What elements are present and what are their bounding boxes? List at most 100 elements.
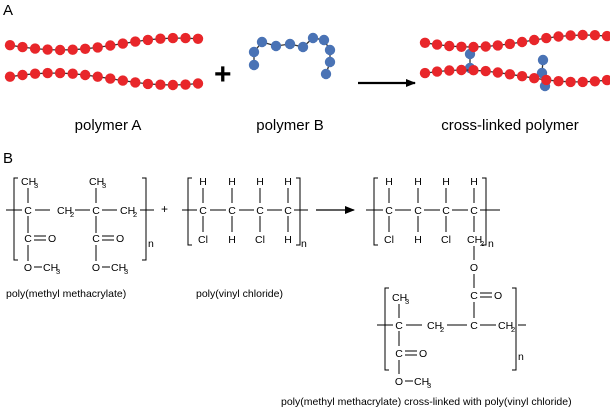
cross-link-right — [536, 54, 551, 92]
pmma-bracket-left — [13, 177, 18, 261]
monomer-bead — [492, 67, 503, 78]
monomer-bead — [553, 31, 564, 42]
monomer-bead — [167, 79, 179, 91]
monomer-bead — [529, 73, 540, 84]
subscript-2: 2 — [480, 239, 484, 248]
product-pvc-bracket-left — [373, 177, 378, 246]
polymer-b-coil — [248, 32, 336, 80]
monomer-bead — [516, 36, 528, 48]
cross-linked-chain-bottom — [419, 64, 610, 88]
monomer-bead — [419, 67, 431, 79]
subscript-3: 3 — [34, 181, 38, 190]
monomer-bead — [456, 64, 467, 76]
monomer-bead — [17, 41, 28, 53]
monomer-bead — [80, 43, 91, 54]
pvc-bracket-right — [296, 177, 301, 246]
atom-methylene: CH — [57, 205, 72, 217]
monomer-bead — [537, 54, 549, 66]
monomer-bead — [54, 67, 66, 79]
monomer-bead — [155, 79, 166, 90]
atom-oxygen: O — [116, 233, 124, 245]
atom-carbon: C — [470, 205, 478, 217]
monomer-bead — [577, 76, 588, 88]
atom-hydrogen: H — [256, 176, 264, 188]
monomer-bead — [504, 69, 516, 80]
monomer-bead — [142, 78, 154, 90]
monomer-bead — [155, 33, 166, 44]
monomer-bead — [307, 32, 319, 44]
polymer-b-chain — [248, 32, 336, 80]
monomer-bead — [192, 33, 204, 44]
monomer-bead — [324, 44, 336, 56]
monomer-bead — [504, 38, 516, 50]
monomer-bead — [431, 66, 443, 77]
atom-carbon: C — [470, 290, 478, 302]
monomer-bead — [29, 68, 41, 79]
monomer-bead — [480, 41, 491, 52]
panel-label-a: A — [3, 2, 13, 19]
polymer-a-chains — [4, 32, 204, 91]
atom-methyl: CH — [111, 262, 126, 274]
subscript-2: 2 — [133, 210, 137, 219]
atom-methyl: CH — [89, 176, 104, 188]
subscript-2: 2 — [440, 325, 444, 334]
polymer-a-chain-bottom — [4, 67, 204, 91]
cross-linked-polymer-chains — [419, 29, 610, 92]
monomer-bead — [456, 41, 467, 52]
monomer-bead — [117, 38, 128, 49]
atom-carbon: C — [228, 205, 236, 217]
monomer-bead — [117, 75, 128, 86]
repeat-subscript-n: n — [518, 351, 524, 363]
atom-carbon: C — [24, 205, 32, 217]
atom-carbon: C — [92, 205, 100, 217]
monomer-bead — [419, 37, 431, 48]
atom-oxygen: O — [419, 348, 427, 360]
monomer-bead — [67, 44, 78, 55]
subscript-3: 3 — [405, 297, 409, 306]
chain-backbone — [424, 34, 608, 48]
subscript-2: 2 — [70, 210, 74, 219]
monomer-bead — [601, 74, 610, 86]
monomer-bead — [492, 40, 503, 51]
atom-carbon: C — [385, 205, 393, 217]
atom-methyl: CH — [414, 376, 429, 388]
atom-methylene: CH — [498, 320, 513, 332]
caption-cross-linked-polymer: cross-linked polymer — [441, 117, 579, 134]
atom-oxygen: O — [494, 290, 502, 302]
atom-carbon: C — [442, 205, 450, 217]
monomer-bead — [553, 76, 564, 87]
atom-methylene: CH — [427, 320, 442, 332]
atom-hydrogen: H — [228, 176, 236, 188]
monomer-bead — [320, 68, 332, 80]
monomer-bead — [589, 76, 601, 87]
monomer-bead — [192, 78, 204, 89]
atom-hydrogen: H — [414, 234, 422, 246]
subscript-3: 3 — [427, 381, 431, 390]
panel-label-b: B — [3, 150, 13, 167]
product-pmma-bracket-left — [384, 287, 389, 371]
monomer-bead — [92, 71, 103, 82]
monomer-bead — [589, 30, 601, 41]
pvc-bracket-left — [187, 177, 192, 246]
atom-carbon: C — [395, 320, 403, 332]
atom-hydrogen: H — [442, 176, 450, 188]
atom-oxygen: O — [395, 376, 403, 388]
atom-methylene: CH — [467, 234, 482, 246]
monomer-bead — [468, 41, 479, 53]
monomer-bead — [17, 69, 28, 81]
atom-hydrogen: H — [414, 176, 422, 188]
pvc-structure: C C C C H H H H Cl H Cl H n — [182, 176, 308, 250]
label-pmma: poly(methyl methacrylate) — [6, 288, 126, 300]
monomer-bead — [180, 79, 191, 90]
atom-carbon: C — [92, 233, 100, 245]
monomer-bead — [565, 30, 576, 41]
product-pmma-bracket-right — [512, 287, 517, 371]
atom-hydrogen: H — [228, 234, 236, 246]
monomer-bead — [4, 40, 16, 51]
atom-hydrogen: H — [284, 176, 292, 188]
monomer-bead — [105, 73, 116, 84]
monomer-bead — [297, 41, 309, 53]
subscript-3: 3 — [102, 181, 106, 190]
monomer-bead — [480, 65, 491, 77]
